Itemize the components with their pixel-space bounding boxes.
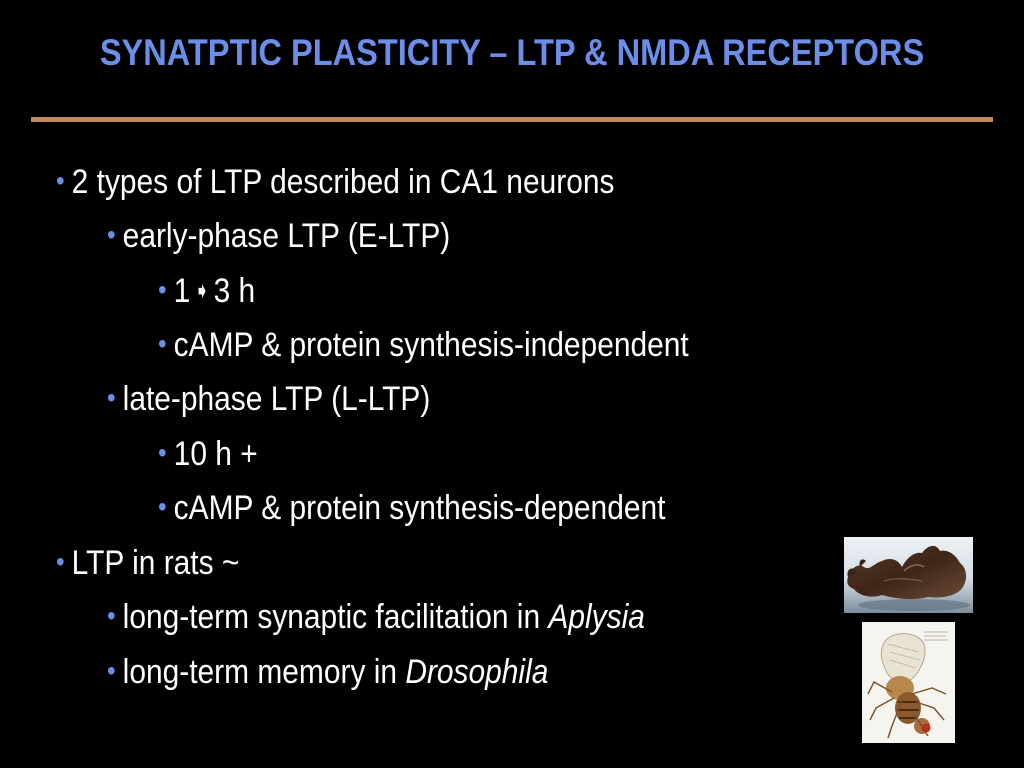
bullet-item-ltp-types: •2 types of LTP described in CA1 neurons [56,161,614,202]
bullet-text: 1 [173,272,191,310]
bullet-icon: • [107,655,116,686]
bullet-text: long-term memory in [122,653,406,691]
bullet-item-duration-l-ltp: •10 h + [158,433,258,474]
bullet-text: cAMP & protein synthesis-independent [173,326,689,364]
title-divider [31,117,993,122]
bullet-item-camp-independent: •cAMP & protein synthesis-independent [158,324,689,365]
arrow-right-icon: ➧ [193,278,211,303]
bullet-item-drosophila: •long-term memory in Drosophila [107,651,548,692]
bullet-text: long-term synaptic facilitation in [122,598,549,636]
species-name: Aplysia [548,598,645,636]
bullet-icon: • [158,274,167,305]
drosophila-illustration [862,622,955,743]
bullet-item-camp-dependent: •cAMP & protein synthesis-dependent [158,487,665,528]
aplysia-sea-slug-icon [844,537,973,613]
bullet-item-duration-e-ltp: •1➧3 h [158,270,255,311]
bullet-text: late-phase LTP (L-LTP) [122,380,431,418]
bullet-text: LTP in rats ~ [71,544,240,582]
bullet-icon: • [107,600,116,631]
bullet-icon: • [56,546,65,577]
bullet-text: 3 h [213,272,256,310]
bullet-text: early-phase LTP (E-LTP) [122,217,451,255]
aplysia-photo [844,537,973,613]
bullet-icon: • [158,328,167,359]
bullet-icon: • [107,219,116,250]
bullet-item-aplysia: •long-term synaptic facilitation in Aply… [107,596,645,637]
bullet-icon: • [158,491,167,522]
bullet-text: 2 types of LTP described in CA1 neurons [71,163,615,201]
bullet-text: 10 h + [173,435,258,473]
bullet-icon: • [107,382,116,413]
bullet-text: cAMP & protein synthesis-dependent [173,489,666,527]
species-name: Drosophila [405,653,549,691]
bullet-item-ltp-rats: •LTP in rats ~ [56,542,239,583]
drosophila-fly-icon [862,622,955,743]
slide-title: SYNATPTIC PLASTICITY – LTP & NMDA RECEPT… [99,32,925,73]
bullet-icon: • [158,437,167,468]
bullet-item-e-ltp: •early-phase LTP (E-LTP) [107,215,450,256]
bullet-icon: • [56,165,65,196]
bullet-item-l-ltp: •late-phase LTP (L-LTP) [107,378,430,419]
